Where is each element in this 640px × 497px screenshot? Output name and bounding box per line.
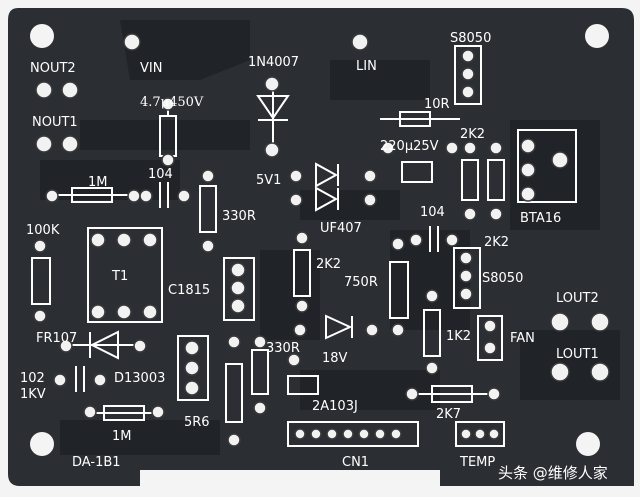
label-2k7: 2K7 xyxy=(436,407,461,422)
watermark-text: 头条 @维修人家 xyxy=(498,464,608,482)
label-5v1: 5V1 xyxy=(256,173,281,188)
label-s8050-top: S8050 xyxy=(450,31,491,46)
label-220u-25v: 220μ25V xyxy=(380,139,439,154)
mounting-holes xyxy=(30,24,609,456)
label-1m-top: 1M xyxy=(88,175,108,190)
label-nout1: NOUT1 xyxy=(32,115,78,130)
label-104-left: 104 xyxy=(148,167,173,182)
copper-traces xyxy=(40,20,620,455)
label-104-mid: 104 xyxy=(420,205,445,220)
label-lout2: LOUT2 xyxy=(556,291,599,306)
label-1m-bottom: 1M xyxy=(112,429,132,444)
label-750r: 750R xyxy=(344,275,378,290)
label-fan: FAN xyxy=(510,331,535,346)
component-outlines xyxy=(31,45,577,447)
label-330r-top: 330R xyxy=(222,209,256,224)
label-t1: T1 xyxy=(111,269,128,284)
label-bta16: BTA16 xyxy=(520,211,561,226)
label-nout2: NOUT2 xyxy=(30,61,76,76)
label-102: 102 xyxy=(20,371,45,386)
label-10r: 10R xyxy=(424,97,450,112)
silkscreen-labels: NOUT2 VIN 1N4007 LIN S8050 NOUT1 4.7μ450… xyxy=(20,31,599,470)
label-uf407: UF407 xyxy=(320,221,362,236)
pcb-substrate xyxy=(8,8,634,486)
label-1kv: 1KV xyxy=(20,387,46,402)
label-c1815: C1815 xyxy=(168,283,210,298)
label-board-code: DA-1B1 xyxy=(72,455,121,470)
label-d13003: D13003 xyxy=(114,371,165,386)
label-lout1: LOUT1 xyxy=(556,347,599,362)
label-18v: 18V xyxy=(322,351,348,366)
label-330r-mid: 330R xyxy=(266,341,300,356)
label-temp: TEMP xyxy=(459,455,495,470)
label-100k: 100K xyxy=(26,223,60,238)
label-cn1: CN1 xyxy=(342,455,369,470)
label-s8050-mid: S8050 xyxy=(482,271,523,286)
label-2k2-mid: 2K2 xyxy=(316,257,341,272)
label-4u7-450v: 4.7μ450V xyxy=(140,95,204,110)
label-2k2-top: 2K2 xyxy=(460,127,485,142)
label-vin: VIN xyxy=(140,61,162,76)
label-2k2-right: 2K2 xyxy=(484,235,509,250)
label-1k2: 1K2 xyxy=(446,329,471,344)
solder-pads xyxy=(33,33,610,447)
label-5r6: 5R6 xyxy=(184,415,210,430)
label-lin: LIN xyxy=(356,59,377,74)
label-fr107: FR107 xyxy=(36,331,77,346)
label-1n4007: 1N4007 xyxy=(248,55,299,70)
label-2a103j: 2A103J xyxy=(312,399,358,414)
